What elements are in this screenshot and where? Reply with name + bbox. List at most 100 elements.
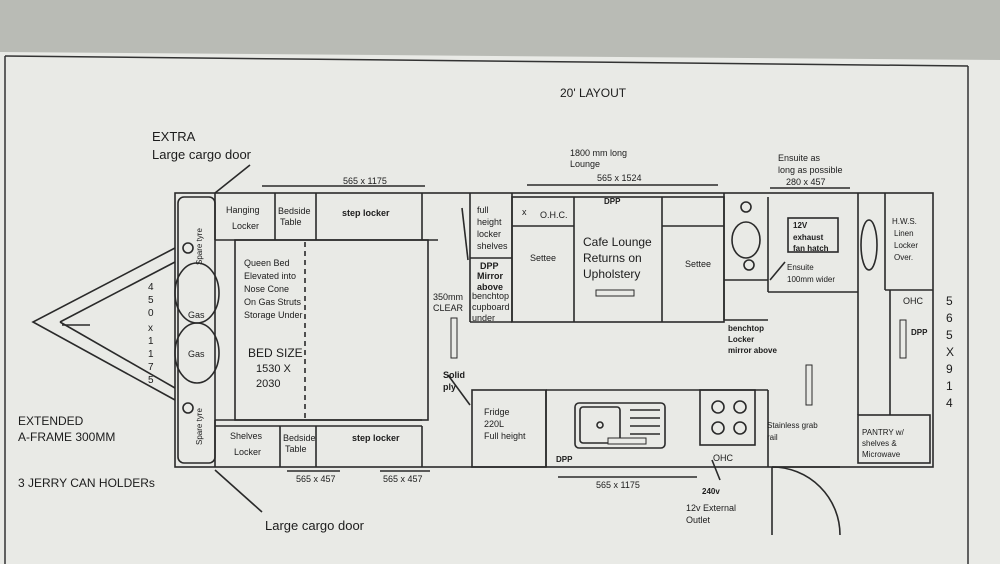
dim-bottom-1: 565 x 457 bbox=[296, 474, 336, 484]
bed-note-5: Storage Under bbox=[244, 310, 303, 320]
x-mark: x bbox=[522, 207, 527, 217]
bed-note-2: Elevated into bbox=[244, 271, 296, 281]
ensuite-wider-1: Ensuite bbox=[787, 263, 814, 272]
burner bbox=[711, 400, 725, 414]
dpp-mirror-1: DPP bbox=[480, 261, 499, 271]
shelves-locker-1: Shelves bbox=[230, 431, 263, 441]
hws-3: Locker bbox=[894, 241, 918, 250]
gas-label-2: Gas bbox=[188, 349, 205, 359]
sheet-border-top bbox=[4, 55, 969, 67]
clear-350-2: CLEAR bbox=[433, 303, 464, 313]
side-dim-char: 4 bbox=[946, 396, 953, 410]
hanging-locker-label-2: Locker bbox=[232, 221, 259, 231]
bed-size-1: BED SIZE bbox=[248, 346, 303, 360]
spare-tyre-top-label: Spare tyre bbox=[195, 228, 204, 265]
solid-ply-2: ply bbox=[443, 382, 456, 392]
benchtop-locker-1: benchtop bbox=[728, 324, 764, 333]
side-dim-char: 1 bbox=[946, 379, 953, 393]
hws-1: H.W.S. bbox=[892, 217, 917, 226]
ext-outlet-2: Outlet bbox=[686, 515, 711, 525]
benchtop-locker-2: Locker bbox=[728, 335, 754, 344]
ensuite-basin bbox=[731, 221, 761, 259]
dim-bottom-2: 565 x 457 bbox=[383, 474, 423, 484]
fan-hatch-3: fan hatch bbox=[793, 244, 829, 253]
ensuite-wider-2: 100mm wider bbox=[787, 275, 835, 284]
shelves-locker-2: Locker bbox=[234, 447, 261, 457]
a-frame-inner-bottom bbox=[59, 321, 176, 389]
side-dim-char: 5 bbox=[946, 294, 953, 308]
bedside-bottom-2: Table bbox=[285, 444, 307, 454]
floor-plan-lines bbox=[31, 164, 934, 536]
window-vent bbox=[595, 289, 635, 297]
leader-line bbox=[447, 374, 471, 406]
fan-hatch-box bbox=[787, 217, 839, 253]
bedside-bottom-1: Bedside bbox=[283, 433, 316, 443]
bed-size-2: 1530 X bbox=[256, 363, 292, 375]
spare-tyre-bottom-label: Spare tyre bbox=[195, 408, 204, 445]
step-locker-bottom-label: step locker bbox=[352, 433, 400, 443]
fridge-2: 220L bbox=[484, 419, 504, 429]
plan-title: 20' LAYOUT bbox=[560, 86, 627, 100]
solid-ply-1: Solid bbox=[443, 370, 465, 380]
full-height-4: shelves bbox=[477, 241, 508, 251]
van-outer-wall bbox=[174, 192, 934, 468]
benchtop-locker-3: mirror above bbox=[728, 346, 777, 355]
ensuite-note-2: long as possible bbox=[778, 165, 843, 175]
side-dim-char: 5 bbox=[946, 328, 953, 342]
hws-4: Over. bbox=[894, 253, 913, 262]
window-vent bbox=[450, 317, 458, 359]
pantry-1: PANTRY w/ bbox=[862, 428, 905, 437]
clear-350-1: 350mm bbox=[433, 292, 463, 302]
hanging-locker-label-1: Hanging bbox=[226, 205, 260, 215]
full-height-3: locker bbox=[477, 229, 501, 239]
cafe-lounge-3: Upholstery bbox=[583, 267, 640, 281]
bedside-top-label-2: Table bbox=[280, 217, 302, 227]
fan-hatch-1: 12V bbox=[793, 221, 808, 230]
lounge-note-1: 1800 mm long bbox=[570, 148, 627, 158]
side-dim-char: 6 bbox=[946, 311, 953, 325]
cafe-lounge-2: Returns on bbox=[583, 251, 642, 265]
hws-2: Linen bbox=[894, 229, 914, 238]
a-frame-inner-top bbox=[59, 261, 176, 323]
fridge-1: Fridge bbox=[484, 407, 510, 417]
pantry bbox=[857, 414, 931, 464]
side-dim-char: 9 bbox=[946, 362, 953, 376]
cooktop bbox=[699, 389, 756, 446]
jerry-can-label: 3 JERRY CAN HOLDERs bbox=[18, 476, 155, 490]
aframe-dim-char: 5 bbox=[148, 295, 154, 306]
side-dim-char: X bbox=[946, 345, 954, 359]
step-locker-top-label: step locker bbox=[342, 208, 390, 218]
power-240v: 240v bbox=[702, 487, 720, 496]
ohc-lounge: O.H.C. bbox=[540, 210, 568, 220]
leader-line bbox=[214, 469, 263, 513]
dpp-kitchen: DPP bbox=[556, 455, 573, 464]
fridge bbox=[471, 389, 547, 468]
step-locker-top: step locker bbox=[342, 208, 390, 218]
bed-note-1: Queen Bed bbox=[244, 258, 290, 268]
ohc-kitchen: OHC bbox=[713, 453, 734, 463]
drain bbox=[596, 421, 604, 429]
door-swing bbox=[771, 466, 841, 536]
dim-ensuite: 280 x 457 bbox=[786, 177, 826, 187]
spare-tyre-wheel bbox=[182, 402, 194, 414]
bed-note-3: Nose Cone bbox=[244, 284, 289, 294]
dim-top-lounge: 565 x 1524 bbox=[597, 173, 642, 183]
sink bbox=[574, 402, 666, 449]
extended-aframe-label-2: A-FRAME 300MM bbox=[18, 430, 115, 444]
pantry-3: Microwave bbox=[862, 450, 901, 459]
bed-size-3: 2030 bbox=[256, 378, 280, 390]
tap bbox=[740, 201, 752, 213]
spare-tyre-wheel bbox=[182, 242, 194, 254]
cargo-door-bottom-label: Large cargo door bbox=[265, 518, 365, 533]
lounge-note-2: Lounge bbox=[570, 159, 600, 169]
aframe-dim-char: 4 bbox=[148, 282, 154, 293]
dpp-right: DPP bbox=[911, 328, 928, 337]
aframe-dim-char: 5 bbox=[148, 375, 154, 386]
extended-aframe-label-1: EXTENDED bbox=[18, 414, 84, 428]
hws-tank bbox=[860, 219, 878, 271]
aframe-dim-char: 1 bbox=[148, 349, 154, 360]
benchtop-cupboard-1: benchtop bbox=[472, 291, 509, 301]
fan-hatch-2: exhaust bbox=[793, 233, 824, 242]
bed-note-4: On Gas Struts bbox=[244, 297, 302, 307]
